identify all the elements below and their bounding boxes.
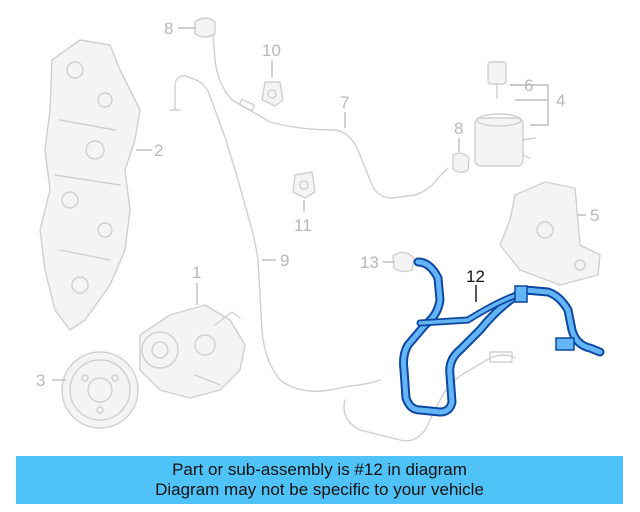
banner-line-2: Diagram may not be specific to your vehi… xyxy=(155,480,484,499)
part-9-return-line xyxy=(169,75,381,392)
info-banner: Part or sub-assembly is #12 in diagram D… xyxy=(16,456,623,504)
callout-11: 11 xyxy=(294,216,312,235)
callout-10: 10 xyxy=(262,41,281,60)
callout-8-top: 8 xyxy=(164,19,173,38)
part-3-pulley xyxy=(61,351,139,429)
lower-hose-loop xyxy=(343,351,516,442)
part-10-fitting xyxy=(261,81,284,107)
part-5-mount xyxy=(499,181,601,286)
part-11-fitting xyxy=(292,171,316,199)
callout-5: 5 xyxy=(590,206,599,225)
part-2-bracket xyxy=(39,39,141,331)
callout-6: 6 xyxy=(524,76,533,95)
callout-8-mid: 8 xyxy=(454,119,463,138)
banner-line-1: Part or sub-assembly is #12 in diagram xyxy=(172,460,467,479)
part-1-pump xyxy=(139,304,246,399)
callout-1: 1 xyxy=(192,263,201,282)
part-13-clamp xyxy=(392,251,415,273)
callout-9: 9 xyxy=(280,251,289,270)
callout-12: 12 xyxy=(466,267,485,286)
callout-4: 4 xyxy=(556,91,565,110)
part-6-cap xyxy=(487,61,507,99)
callout-7: 7 xyxy=(340,93,349,112)
leader-lines xyxy=(52,27,586,381)
part-8-clamp-mid xyxy=(452,152,470,173)
callout-2: 2 xyxy=(154,141,163,160)
part-12-hose-highlighted xyxy=(399,257,605,417)
part-7-pressure-line xyxy=(212,34,449,199)
part-4-reservoir xyxy=(474,113,536,167)
part-8-clamp-top xyxy=(194,17,216,38)
callout-13: 13 xyxy=(360,253,379,272)
callout-3: 3 xyxy=(36,371,45,390)
